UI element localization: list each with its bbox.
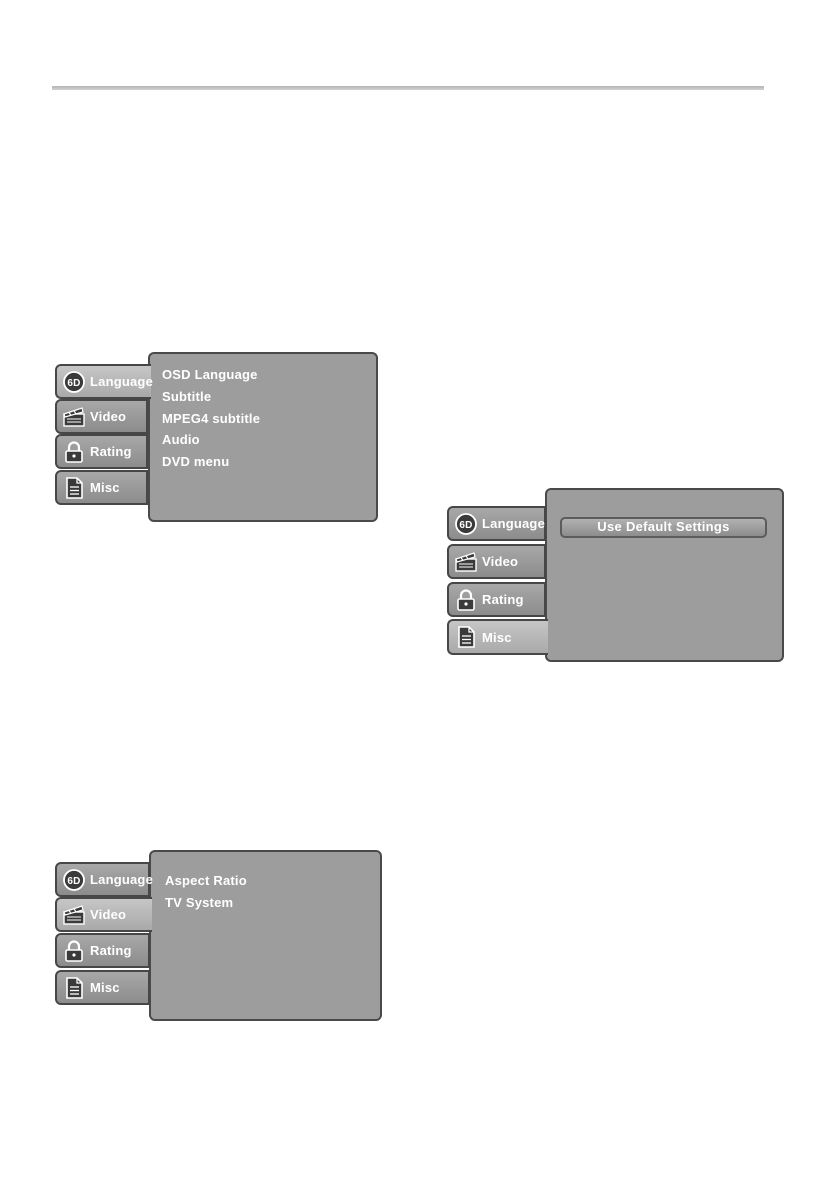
tab-label: Language	[482, 516, 545, 531]
tab-label: Video	[90, 409, 126, 424]
tab-misc[interactable]: Misc	[55, 470, 148, 505]
tab-misc[interactable]: Misc	[447, 619, 548, 655]
disc-icon: 6D	[62, 868, 86, 892]
clapperboard-icon	[62, 405, 86, 429]
document-icon	[62, 976, 86, 1000]
options-list: OSD Language Subtitle MPEG4 subtitle Aud…	[162, 364, 260, 473]
tab-label: Misc	[482, 630, 512, 645]
svg-text:6D: 6D	[459, 520, 472, 531]
svg-text:6D: 6D	[67, 378, 80, 389]
option-aspect-ratio[interactable]: Aspect Ratio	[165, 870, 247, 892]
tab-misc[interactable]: Misc	[55, 970, 150, 1005]
option-dvd-menu[interactable]: DVD menu	[162, 451, 260, 473]
setup-menu-misc: Use Default Settings 6D Language Video R…	[447, 488, 784, 662]
padlock-icon	[62, 440, 86, 464]
options-panel: Use Default Settings	[545, 488, 784, 662]
tab-label: Misc	[90, 980, 120, 995]
tab-rating[interactable]: Rating	[55, 434, 148, 469]
options-panel: OSD Language Subtitle MPEG4 subtitle Aud…	[148, 352, 378, 522]
padlock-icon	[454, 588, 478, 612]
option-subtitle[interactable]: Subtitle	[162, 386, 260, 408]
header-rule	[52, 86, 764, 90]
tab-label: Language	[90, 374, 153, 389]
disc-icon: 6D	[62, 370, 86, 394]
use-default-settings-button[interactable]: Use Default Settings	[560, 517, 767, 538]
tab-label: Misc	[90, 480, 120, 495]
setup-menu-language: OSD Language Subtitle MPEG4 subtitle Aud…	[55, 352, 378, 522]
clapperboard-icon	[454, 550, 478, 574]
tab-language[interactable]: 6D Language	[447, 506, 546, 541]
tab-label: Rating	[90, 943, 132, 958]
tab-label: Rating	[482, 592, 524, 607]
option-audio[interactable]: Audio	[162, 429, 260, 451]
tab-video[interactable]: Video	[447, 544, 546, 579]
options-panel: Aspect Ratio TV System	[149, 850, 382, 1021]
options-list: Aspect Ratio TV System	[165, 870, 247, 914]
tab-language[interactable]: 6D Language	[55, 862, 150, 897]
tab-label: Language	[90, 872, 153, 887]
setup-menu-video: Aspect Ratio TV System 6D Language Video…	[55, 850, 382, 1021]
disc-icon: 6D	[454, 512, 478, 536]
tab-rating[interactable]: Rating	[55, 933, 150, 968]
tab-video[interactable]: Video	[55, 897, 152, 932]
padlock-icon	[62, 939, 86, 963]
document-icon	[62, 476, 86, 500]
tab-rating[interactable]: Rating	[447, 582, 546, 617]
clapperboard-icon	[62, 903, 86, 927]
tab-label: Video	[90, 907, 126, 922]
tab-video[interactable]: Video	[55, 399, 148, 434]
option-osd-language[interactable]: OSD Language	[162, 364, 260, 386]
svg-text:6D: 6D	[67, 876, 80, 887]
tab-label: Video	[482, 554, 518, 569]
tab-label: Rating	[90, 444, 132, 459]
option-mpeg4-subtitle[interactable]: MPEG4 subtitle	[162, 408, 260, 430]
option-tv-system[interactable]: TV System	[165, 892, 247, 914]
document-icon	[454, 625, 478, 649]
tab-language[interactable]: 6D Language	[55, 364, 151, 399]
